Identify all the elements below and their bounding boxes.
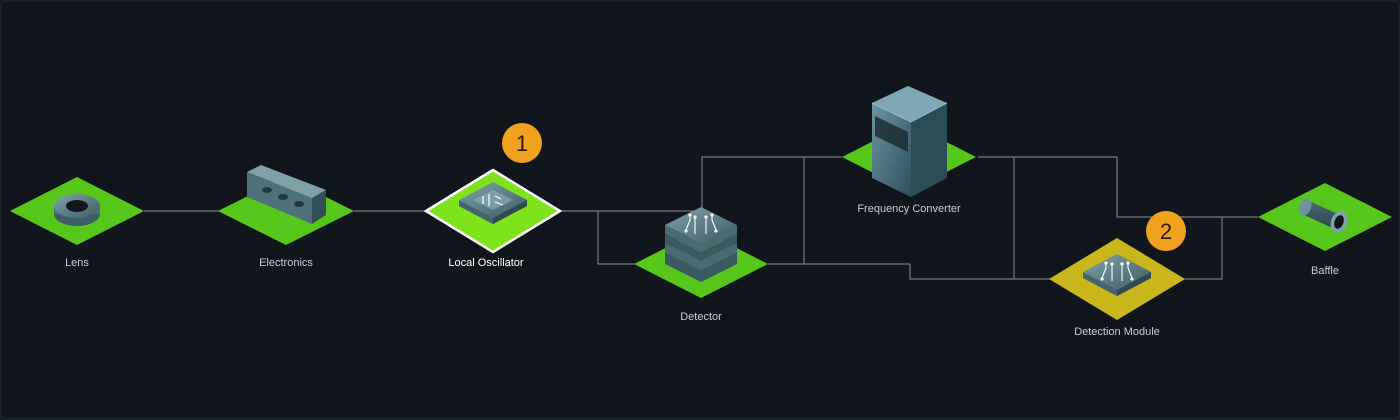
badge-1[interactable]: 1 — [502, 123, 542, 163]
lens-icon — [54, 194, 100, 226]
cylinder-icon — [1298, 198, 1348, 233]
node-local-oscillator-label: Local Oscillator — [448, 257, 524, 269]
node-detection-module-label: Detection Module — [1074, 326, 1160, 338]
badge-1-number: 1 — [516, 131, 528, 156]
node-detector-label: Detector — [680, 311, 722, 323]
node-frequency-converter[interactable]: Frequency Converter — [842, 86, 976, 215]
node-electronics-label: Electronics — [259, 257, 313, 269]
glass-cabinet-icon — [871, 86, 948, 197]
node-baffle-label: Baffle — [1311, 265, 1339, 277]
connections — [144, 156, 1258, 280]
node-local-oscillator[interactable]: Local Oscillator — [423, 168, 563, 269]
node-detector[interactable]: Detector — [634, 207, 768, 323]
badge-2-circle[interactable] — [1146, 211, 1186, 251]
edge-detector-detection-module — [804, 263, 1050, 280]
stacked-chip-icon — [665, 207, 737, 282]
node-baffle[interactable]: Baffle — [1258, 183, 1392, 277]
node-frequency-converter-label: Frequency Converter — [857, 203, 961, 215]
node-lens[interactable]: Lens — [10, 177, 144, 269]
edge-frequency-converter-baffle — [978, 156, 1258, 218]
edge-detection-module-baffle — [1184, 217, 1223, 280]
chip-icon — [459, 182, 527, 224]
electronics-box-icon — [247, 165, 326, 224]
node-electronics[interactable]: Electronics — [218, 165, 354, 269]
badge-2[interactable]: 2 — [1146, 211, 1186, 251]
edge-local-oscillator-frequency-converter — [560, 156, 842, 212]
node-lens-label: Lens — [65, 257, 89, 269]
badge-2-number: 2 — [1160, 219, 1172, 244]
edge-detector-frequency-converter — [768, 157, 805, 265]
node-detection-module[interactable]: Detection Module — [1049, 238, 1185, 338]
edge-local-oscillator-detector — [597, 211, 636, 265]
badge-1-circle[interactable] — [502, 123, 542, 163]
chip-icon — [1083, 254, 1151, 296]
